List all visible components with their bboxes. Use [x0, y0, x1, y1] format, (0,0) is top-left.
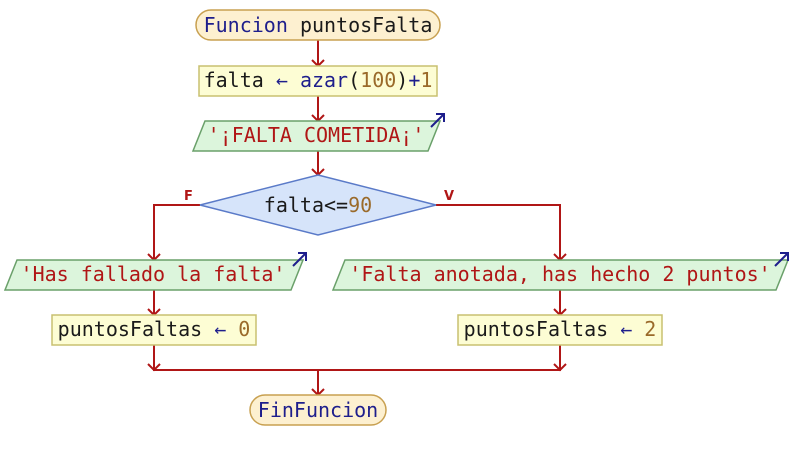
branch-false-label: F [184, 189, 193, 204]
decision-label: falta<=90 [264, 193, 372, 217]
process-assign-falta-label: falta ← azar(100)+1 [204, 68, 433, 92]
start-terminal-label: Funcion puntosFalta [204, 13, 433, 37]
start-terminal-shape [195, 9, 441, 41]
output-scored-shape [331, 259, 790, 291]
process-assign-falta: falta ← azar(100)+1 [198, 65, 438, 97]
output-scored: 'Falta anotada, has hecho 2 puntos' [331, 252, 790, 291]
output-arrow-icon [292, 252, 307, 267]
output-arrow-icon [774, 252, 789, 267]
output-arrow-icon [430, 113, 445, 128]
output-missed-shape [3, 259, 305, 291]
process-assign-zero-label: puntosFaltas ← 0 [58, 317, 251, 341]
process-assign-falta-shape [198, 65, 438, 97]
edge-arrowhead [147, 363, 161, 372]
output-foul-label: '¡FALTA COMETIDA¡' [208, 123, 425, 147]
output-missed: 'Has fallado la falta' [3, 252, 307, 291]
edge-decision-true [436, 204, 561, 260]
process-assign-zero-shape [51, 314, 257, 346]
edge-decision-false [153, 204, 200, 260]
branch-true-label: V [444, 189, 454, 204]
process-assign-two-label: puntosFaltas ← 2 [464, 317, 657, 341]
output-foul: '¡FALTA COMETIDA¡' [191, 113, 445, 152]
end-terminal-shape [249, 394, 387, 426]
end-terminal-label: FinFuncion [258, 398, 378, 422]
process-assign-two-shape [457, 314, 663, 346]
edge-merge [153, 345, 561, 371]
process-assign-zero: puntosFaltas ← 0 [51, 314, 257, 346]
edge-arrowhead [553, 363, 567, 372]
process-assign-two: puntosFaltas ← 2 [457, 314, 663, 346]
decision-falta: falta<=90 F V [184, 174, 454, 236]
end-terminal: FinFuncion [249, 394, 387, 426]
output-scored-label: 'Falta anotada, has hecho 2 puntos' [349, 262, 770, 286]
output-missed-label: 'Has fallado la falta' [21, 262, 286, 286]
start-terminal: Funcion puntosFalta [195, 9, 441, 41]
decision-shape [199, 174, 437, 236]
output-foul-shape [191, 120, 442, 152]
